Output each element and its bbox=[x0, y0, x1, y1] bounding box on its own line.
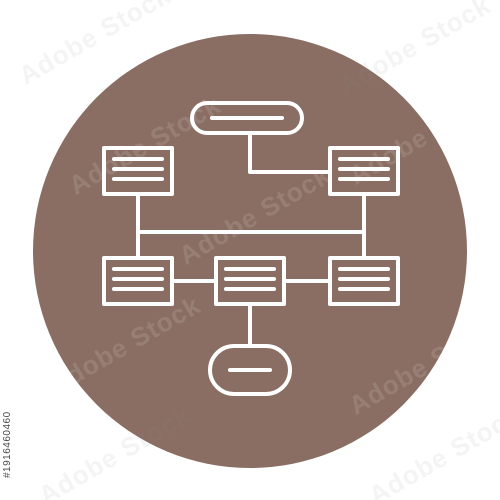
background-circle bbox=[33, 34, 467, 468]
connector-pill-to-right-box bbox=[248, 131, 332, 174]
stock-id-label: #1916460460 bbox=[2, 411, 13, 478]
top-pill-node bbox=[190, 101, 304, 135]
bottom-oval-node bbox=[208, 344, 292, 396]
